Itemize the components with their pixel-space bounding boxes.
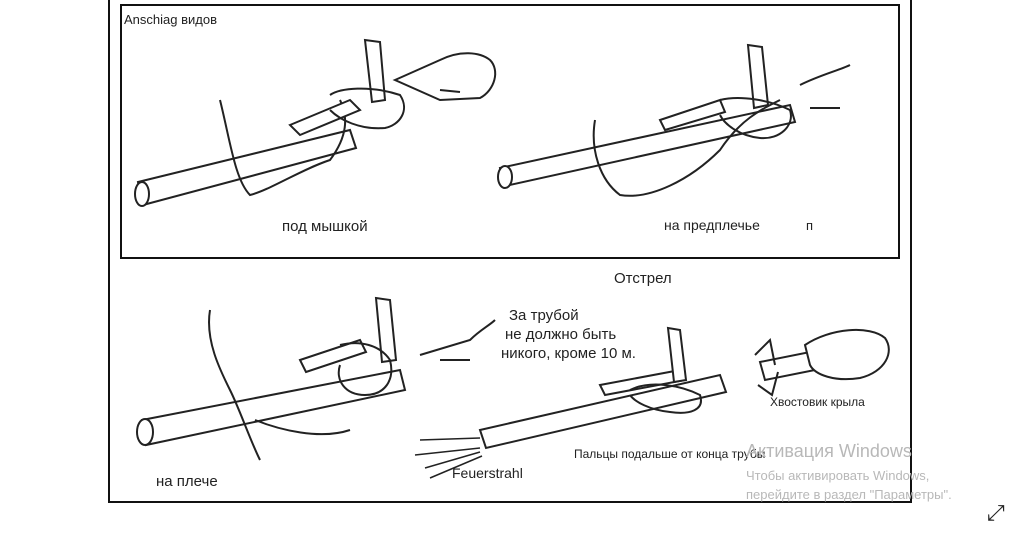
under-arm-label: под мышкой	[282, 218, 368, 235]
top-divider	[120, 4, 900, 6]
forearm-label: на предплечье	[664, 217, 760, 233]
activation-watermark-title: Активация Windows	[746, 441, 912, 461]
middle-divider	[120, 257, 900, 259]
under-arm-figure	[134, 38, 497, 207]
warning-line-1: За трубой	[509, 307, 579, 324]
warning-line-2: не должно быть	[505, 326, 617, 343]
activation-watermark-line-1: Чтобы активировать Windows,	[746, 468, 930, 483]
inner-left-border	[120, 4, 122, 258]
firing-figure	[414, 326, 890, 479]
feuerstrahl-label: Feuerstrahl	[452, 465, 523, 481]
fingers-label: Пальцы подальше от конца трубы	[574, 447, 766, 461]
warning-line-3: никого, кроме 10 м.	[501, 345, 636, 362]
forearm-suffix: п	[806, 218, 814, 233]
header-label: Anschiag видов	[124, 12, 217, 27]
forearm-figure	[497, 43, 851, 197]
backblast-label: Отстрел	[614, 270, 672, 287]
inner-right-border	[898, 4, 900, 258]
fin-label: Хвостовик крыла	[770, 395, 865, 409]
activation-watermark-text: Чтобы активировать Windows, перейдите в …	[746, 466, 952, 504]
shoulder-figure	[136, 296, 496, 461]
activation-watermark-line-2: перейдите в раздел "Параметры".	[746, 487, 952, 502]
diagram-frame	[108, 0, 912, 503]
expand-icon[interactable]: ⤢	[987, 500, 1005, 525]
shoulder-label: на плече	[156, 473, 218, 490]
